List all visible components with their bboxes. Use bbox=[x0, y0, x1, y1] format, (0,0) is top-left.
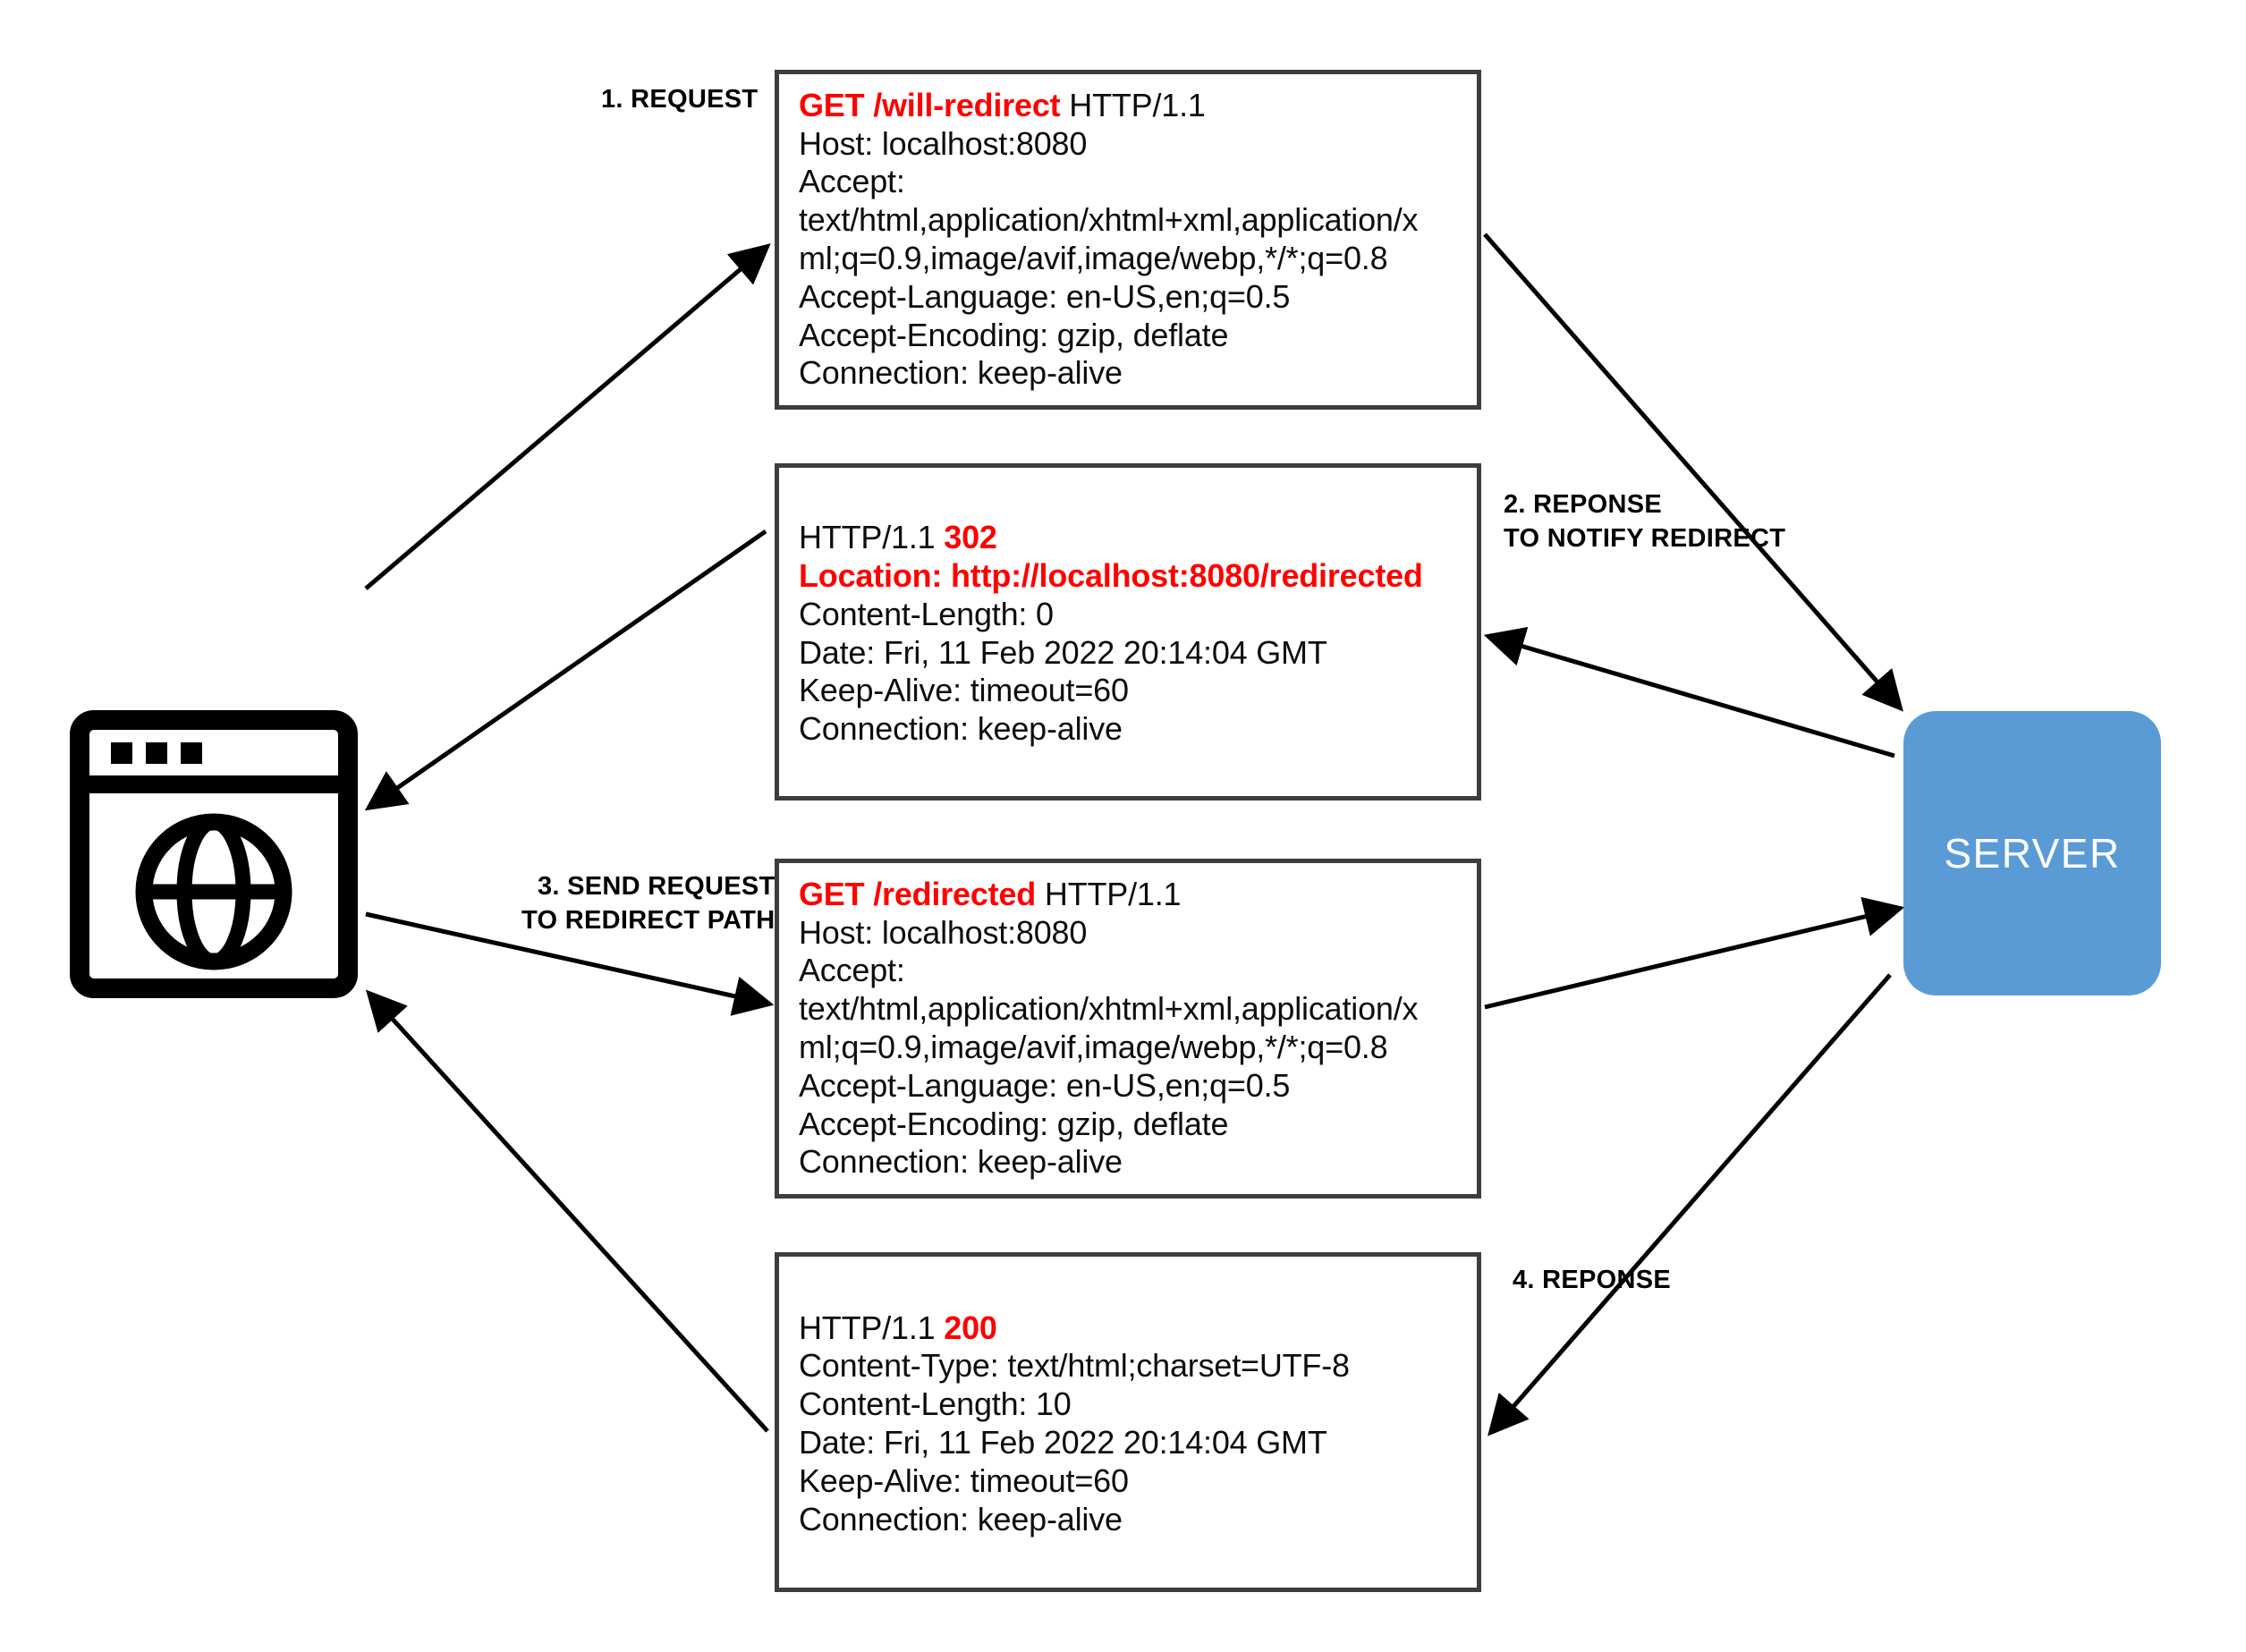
header-line: Connection: keep-alive bbox=[799, 1143, 1123, 1181]
header-line: Connection: keep-alive bbox=[799, 1500, 1123, 1538]
header-line: Accept: bbox=[799, 952, 905, 989]
header-line: HTTP/1.1 302 bbox=[799, 519, 997, 556]
header-line: text/html,application/xhtml+xml,applicat… bbox=[799, 990, 1419, 1028]
header-line: Keep-Alive: timeout=60 bbox=[799, 1461, 1129, 1499]
header-line: Accept-Language: en-US,en;q=0.5 bbox=[799, 277, 1291, 315]
arrow-label-step-3: 3. SEND REQUEST TO REDIRECT PATH bbox=[521, 872, 776, 936]
header-line: GET /will-redirect HTTP/1.1 bbox=[799, 86, 1206, 123]
browser-window-globe-icon bbox=[70, 710, 358, 998]
header-line: Keep-Alive: timeout=60 bbox=[799, 672, 1129, 709]
header-line: ml;q=0.9,image/avif,image/webp,*/*;q=0.8 bbox=[799, 240, 1388, 276]
header-line: HTTP/1.1 200 bbox=[799, 1309, 997, 1346]
arrow-response200-to-browser bbox=[365, 989, 769, 1433]
header-line: Content-Length: 10 bbox=[799, 1385, 1072, 1423]
server-label: SERVER bbox=[1944, 830, 2121, 877]
arrow-label-step-2: 2. REPONSE TO NOTIFY REDIRECT bbox=[1504, 490, 1786, 554]
server-node[interactable]: SERVER bbox=[1903, 711, 2161, 995]
header-line: Date: Fri, 11 Feb 2022 20:14:04 GMT bbox=[799, 1424, 1327, 1461]
highlighted-request-line: GET /redirected bbox=[799, 875, 1037, 912]
highlighted-status-code: 302 bbox=[944, 519, 997, 556]
header-line: Date: Fri, 11 Feb 2022 20:14:04 GMT bbox=[799, 633, 1327, 671]
header-line: ml;q=0.9,image/avif,image/webp,*/*;q=0.8 bbox=[799, 1029, 1388, 1065]
header-line: Accept-Encoding: gzip, deflate bbox=[799, 1105, 1229, 1142]
header-line: Location: http://localhost:8080/redirect… bbox=[799, 556, 1423, 594]
arrow-browser-to-request1 bbox=[364, 243, 771, 590]
header-line: Accept-Encoding: gzip, deflate bbox=[799, 316, 1229, 353]
header-line: Host: localhost:8080 bbox=[799, 124, 1088, 162]
header-line: Content-Type: text/html;charset=UTF-8 bbox=[799, 1347, 1350, 1385]
arrow-response302-to-browser bbox=[364, 529, 767, 811]
header-line: Connection: keep-alive bbox=[799, 354, 1123, 392]
arrow-server-to-response302 bbox=[1483, 627, 1895, 758]
highlighted-request-line: GET /will-redirect bbox=[799, 86, 1061, 123]
header-line: Host: localhost:8080 bbox=[799, 913, 1088, 951]
arrow-request1-to-server bbox=[1483, 233, 1903, 712]
arrow-server-to-response200 bbox=[1487, 973, 1892, 1436]
arrow-label-step-1: 1. REQUEST bbox=[601, 85, 759, 114]
header-line: Accept-Language: en-US,en;q=0.5 bbox=[799, 1066, 1291, 1104]
highlighted-status-code: 200 bbox=[944, 1309, 997, 1346]
header-line: GET /redirected HTTP/1.1 bbox=[799, 875, 1182, 912]
arrow-label-step-4: 4. REPONSE bbox=[1513, 1266, 1672, 1294]
header-line: Accept: bbox=[799, 163, 905, 200]
header-line: Connection: keep-alive bbox=[799, 710, 1123, 748]
header-line: Content-Length: 0 bbox=[799, 595, 1054, 632]
arrow-request2-to-server bbox=[1484, 896, 1905, 1010]
header-line: text/html,application/xhtml+xml,applicat… bbox=[799, 201, 1419, 239]
